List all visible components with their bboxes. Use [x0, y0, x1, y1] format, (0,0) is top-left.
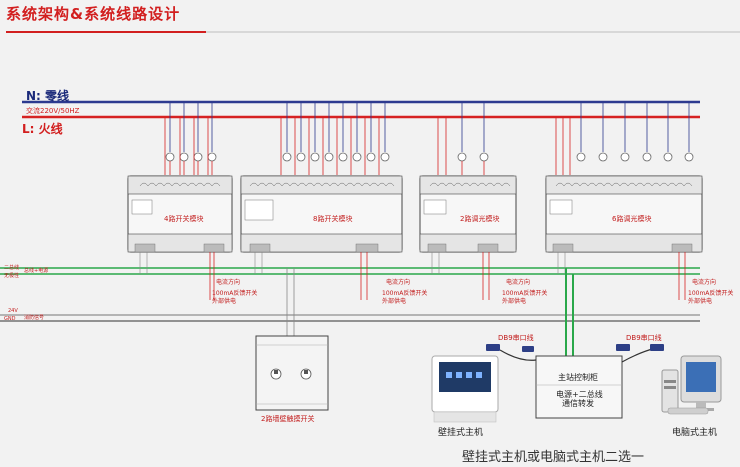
wall-switch	[255, 268, 329, 411]
serial-cable-right-icon	[616, 344, 664, 363]
dc24v-label: 24V	[8, 308, 18, 314]
controller-line1: 电源+二总线	[556, 390, 603, 399]
pc-host-label: 电脑式主机	[672, 428, 718, 438]
lamp-icon	[684, 152, 694, 162]
gnd-label: GND	[4, 316, 16, 322]
lamp-icon	[207, 152, 217, 162]
annotation-feedback-1: 100mA反馈开关	[212, 290, 258, 297]
lamp-icon	[179, 152, 189, 162]
wall-switch-label: 2路墙壁触摸开关	[261, 415, 315, 423]
annotation-feedback-3: 100mA反馈开关	[502, 290, 548, 297]
lamp-icon	[193, 152, 203, 162]
live-line-label: L: 火线	[22, 122, 63, 136]
serial-line-label-left: DB9串口线	[498, 334, 534, 342]
lamp-icon	[380, 152, 390, 162]
fire-signal-label: 消防信号	[24, 315, 45, 321]
annotation-power-1: 外部供电	[212, 298, 237, 305]
module-terminals	[139, 182, 693, 187]
module-4	[545, 175, 703, 253]
annotation-current-3: 电流方向	[506, 279, 531, 286]
module-1	[127, 175, 233, 253]
wall-host-label: 壁挂式主机	[438, 428, 484, 438]
module-3-label: 2路调光模块	[460, 215, 500, 223]
neutral-line-label: N: 零线	[26, 89, 70, 103]
ac-power-label: 交流220V/50HZ	[26, 107, 80, 115]
module-1-label: 4路开关模块	[164, 215, 204, 223]
bus-two-wire-label: 二总线	[4, 265, 20, 271]
module-2-label: 8路开关模块	[313, 215, 353, 223]
lamp-group-4	[555, 102, 694, 175]
lamp-icon	[338, 152, 348, 162]
lamp-group-3	[437, 102, 489, 175]
lamp-icon	[479, 152, 489, 162]
module-4-label: 6路调光模块	[612, 215, 652, 223]
annotation-power-2: 外部供电	[382, 298, 407, 305]
lamp-icon	[598, 152, 608, 162]
module-2	[240, 175, 403, 253]
lamp-icon	[457, 152, 467, 162]
lamp-icon	[324, 152, 334, 162]
controller-cabinet	[535, 268, 623, 419]
bus-no-polarity-label: 无极性	[4, 273, 20, 279]
lamp-group-1	[164, 102, 217, 175]
title-underline-gray	[206, 31, 740, 33]
lamp-group-2	[280, 102, 390, 175]
lamp-icon	[310, 152, 320, 162]
lamp-icon	[642, 152, 652, 162]
annotation-power-3: 外部供电	[502, 298, 527, 305]
feedback-wires	[209, 252, 686, 300]
module-bus-drops	[139, 252, 566, 274]
module-3	[419, 175, 517, 253]
lamp-icon	[282, 152, 292, 162]
bottom-caption: 壁挂式主机或电脑式主机二选一	[462, 450, 645, 465]
lamp-icon	[576, 152, 586, 162]
annotation-current-4: 电流方向	[692, 279, 717, 286]
annotation-feedback-4: 100mA反馈开关	[688, 290, 734, 297]
lamp-icon	[663, 152, 673, 162]
title-underline	[6, 31, 206, 33]
serial-line-label-right: DB9串口线	[626, 334, 662, 342]
annotation-feedback-2: 100mA反馈开关	[382, 290, 428, 297]
lamp-icon	[296, 152, 306, 162]
lamp-icon	[366, 152, 376, 162]
lamp-icon	[352, 152, 362, 162]
annotation-current-2: 电流方向	[386, 279, 411, 286]
lamp-icon	[165, 152, 175, 162]
wall-host-device-icon	[431, 355, 499, 423]
controller-title: 主站控制柜	[558, 373, 598, 382]
controller-line2: 通信转发	[562, 399, 594, 408]
page-title: 系统架构&系统线路设计	[6, 5, 181, 23]
computer-host-icon	[661, 355, 722, 415]
annotation-power-4: 外部供电	[688, 298, 713, 305]
lamp-wires	[164, 102, 694, 175]
annotation-current-1: 电流方向	[216, 279, 241, 286]
bus-small-label: 总线+电源	[24, 268, 49, 274]
lamp-icon	[620, 152, 630, 162]
serial-cable-left-icon	[486, 344, 537, 361]
